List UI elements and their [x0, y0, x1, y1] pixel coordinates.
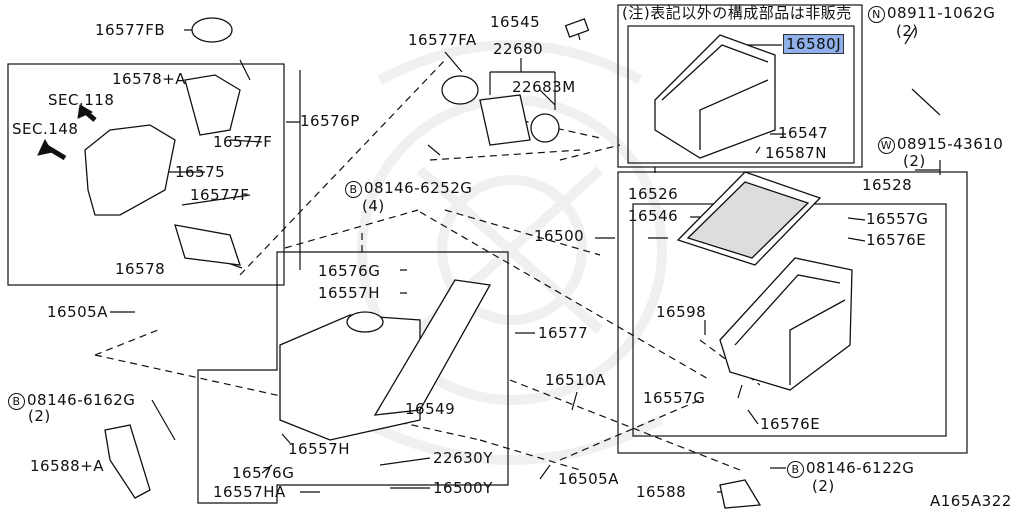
- frame-intake-duct: [7, 63, 285, 286]
- n-circle-icon: N: [868, 6, 885, 23]
- elbow-drawing: [184, 74, 241, 136]
- part-label: 16545: [490, 13, 541, 31]
- qty-label: (2): [903, 152, 926, 170]
- frame-air-cleaner-case: [617, 171, 968, 454]
- part-label: 16598: [656, 303, 707, 321]
- part-label: 16557G: [866, 210, 929, 228]
- part-number: 08146-6252G: [364, 179, 473, 197]
- part-label: 16576G: [232, 464, 295, 482]
- part-label-highlighted[interactable]: 16580J: [782, 34, 845, 54]
- maf-drawing: [479, 94, 531, 146]
- part-label: 16505A: [47, 303, 108, 321]
- boot-drawing: [174, 224, 241, 266]
- part-number[interactable]: 16580J: [782, 34, 845, 54]
- note-text: (注)表記以外の構成部品は非販売: [622, 4, 852, 22]
- part-label: 22683M: [512, 78, 576, 96]
- qty-label: (2): [896, 22, 919, 40]
- part-label: 16557H: [318, 284, 380, 302]
- w-circle-icon: W: [878, 137, 895, 154]
- part-label: 16577: [538, 324, 589, 342]
- label-drawing: [564, 18, 590, 38]
- part-label: 16500: [534, 227, 585, 245]
- part-number: 08911-1062G: [887, 4, 996, 22]
- hose-drawing: [373, 279, 492, 416]
- part-label: 16557G: [643, 389, 706, 407]
- figure-code: A165A322: [930, 492, 1012, 510]
- part-number: 08146-6122G: [806, 459, 915, 477]
- bracket-2-drawing: [719, 479, 762, 509]
- part-label: 16578: [115, 260, 166, 278]
- part-label: 22680: [493, 40, 544, 58]
- part-label: 16510A: [545, 371, 606, 389]
- b-circle-icon: B: [345, 181, 362, 198]
- part-label: 16526: [628, 185, 679, 203]
- b-circle-icon: B: [8, 393, 25, 410]
- qty-label: (4): [362, 197, 385, 215]
- clamp-drawing: [191, 17, 233, 43]
- part-label: 22630Y: [433, 449, 493, 467]
- part-label: 16576E: [866, 231, 927, 249]
- part-label: 16577F: [190, 186, 250, 204]
- qty-label: (2): [812, 477, 835, 495]
- part-label: 16546: [628, 207, 679, 225]
- part-label: 16577F: [213, 133, 273, 151]
- frame-note: [617, 4, 863, 168]
- part-label: 16549: [405, 400, 456, 418]
- bracket-drawing: [104, 424, 151, 499]
- b-circle-icon: B: [787, 461, 804, 478]
- lower-case-drawing: [719, 257, 853, 391]
- part-label: 16577FB: [95, 21, 166, 39]
- part-label: 16576E: [760, 415, 821, 433]
- part-label: 16577FA: [408, 31, 477, 49]
- part-label: 16547: [778, 124, 829, 142]
- section-label: SEC.118: [48, 91, 115, 109]
- part-label: 16575: [175, 163, 226, 181]
- part-number: 08915-43610: [897, 135, 1004, 153]
- frame-air-cleaner-cover: [627, 25, 855, 164]
- part-label: 16500Y: [433, 479, 493, 497]
- part-label: 16576P: [300, 112, 360, 130]
- part-number: 08146-6162G: [27, 391, 136, 409]
- part-label: 16588: [636, 483, 687, 501]
- part-label: 16528: [862, 176, 913, 194]
- part-label: 16557HA: [213, 483, 286, 501]
- part-label: 16505A: [558, 470, 619, 488]
- section-label: SEC.148: [12, 120, 79, 138]
- part-label: 16557H: [288, 440, 350, 458]
- frame-resonator: [197, 251, 509, 504]
- part-label: 16588+A: [30, 457, 105, 475]
- part-label: 16587N: [765, 144, 827, 162]
- part-label: 16578+A: [112, 70, 187, 88]
- qty-label: (2): [28, 407, 51, 425]
- part-label: 16576G: [318, 262, 381, 280]
- duct-drawing: [84, 124, 176, 216]
